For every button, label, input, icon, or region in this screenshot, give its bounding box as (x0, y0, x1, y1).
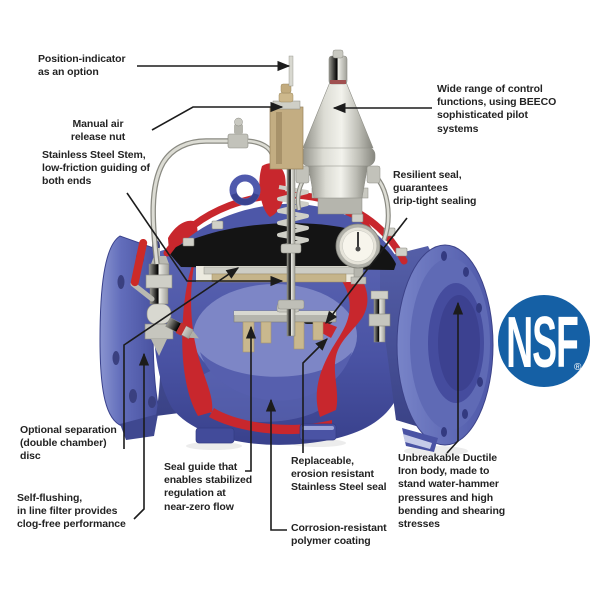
position-indicator-rod (288, 55, 294, 87)
arrow-unbreakable-body (446, 301, 464, 454)
callout-unbreakable-ductile-iron-body: Unbreakable Ductile Iron body, made to s… (398, 452, 506, 531)
nsf-circle (498, 295, 590, 387)
body-feet (195, 423, 337, 444)
sensing-fitting (368, 290, 391, 343)
nsf-registered-mark: ® (574, 362, 582, 373)
callout-stainless-steel-stem: Stainless Steel Stem, low-friction guidi… (42, 149, 150, 188)
callout-seal-guide: Seal guide that enables stabilized regul… (164, 461, 253, 513)
air-release-bracket (269, 83, 304, 170)
arrow-seal-guide (245, 325, 257, 472)
arrow-corrosion-resistant (265, 398, 287, 531)
inner-chamber (193, 284, 357, 401)
callout-corrosion-resistant-coating: Corrosion-resistant polymer coating (291, 522, 387, 548)
lifting-eye (229, 174, 261, 206)
callout-arrows (123, 60, 464, 531)
pilot-valve (295, 49, 381, 215)
arrow-replaceable-seal (302, 338, 328, 453)
outlet-flange (396, 244, 494, 452)
arrow-resilient-seal (325, 217, 408, 325)
nsf-text: NSF (506, 303, 578, 383)
nsf-certification-logo: NSF ® (498, 295, 590, 387)
inline-filter-assembly (130, 238, 199, 356)
inlet-flange (99, 235, 161, 440)
callout-replaceable-seal: Replaceable, erosion resistant Stainless… (291, 455, 387, 494)
callout-optional-separation-disc: Optional separation (double chamber) dis… (20, 424, 117, 463)
pressure-gauge (335, 223, 381, 285)
callout-self-flushing-filter: Self-flushing, in line filter provides c… (17, 492, 126, 531)
filter-valve-handle (130, 238, 148, 287)
callout-position-indicator: Position-indicator as an option (38, 53, 126, 79)
callout-wide-range-control: Wide range of control functions, using B… (437, 83, 557, 135)
arrow-stainless-stem (126, 192, 284, 287)
arrow-manual-air (151, 101, 284, 131)
arrow-self-flushing (133, 352, 150, 520)
callout-resilient-seal: Resilient seal, guarantees drip-tight se… (393, 169, 477, 208)
callout-manual-air-release-nut: Manual air release nut (70, 118, 126, 144)
arrow-optional-separation (123, 267, 240, 449)
